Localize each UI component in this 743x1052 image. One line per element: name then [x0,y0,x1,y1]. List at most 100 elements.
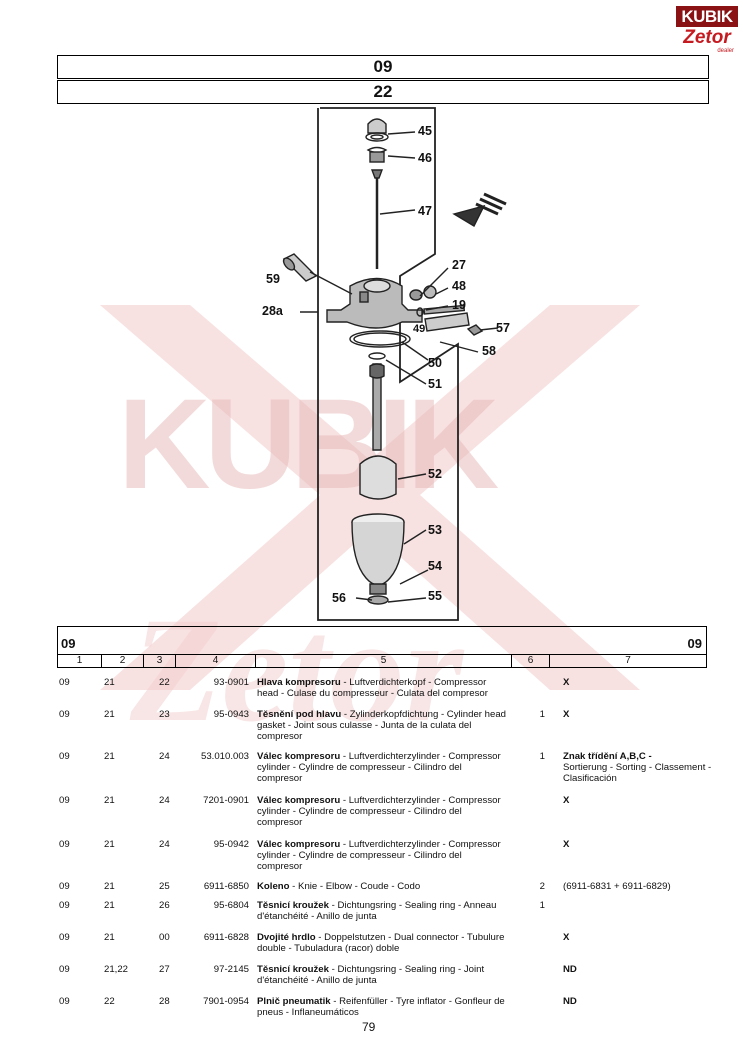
callout-55: 55 [428,589,442,603]
cell-part-number: 95-0943 [213,709,249,720]
cell-description: Těsnicí kroužek - Dichtungsring - Sealin… [257,964,509,986]
table-group-left: 09 [61,636,76,651]
column-header-6: 6 [512,655,550,668]
cell-part-number: 53.010.003 [200,751,249,762]
callout-28a: 28a [262,304,283,318]
cell-group: 09 [59,751,70,762]
logo-tag: dealer [717,48,734,54]
cell-subgroup: 22 [104,996,115,1007]
cell-group: 09 [59,677,70,688]
cell-quantity: 1 [539,751,545,762]
callout-27: 27 [452,258,466,272]
callout-57: 57 [496,321,510,335]
note-title: Znak třídění A,B,C - [563,751,652,762]
cell-subgroup: 21 [104,881,115,892]
logo-brand: KUBIK [676,6,738,27]
group-number-header: 09 [57,55,709,79]
part-translations: - Luftverdichterzylinder - Compressor cy… [257,795,501,828]
kubik-zetor-logo: KUBIK Zetor dealer [676,6,738,64]
cell-group: 09 [59,964,70,975]
callout-56: 56 [332,591,346,605]
part-translations: - Reifenfüller - Tyre inflator - Gonfleu… [257,996,505,1018]
parts-table-header: 09 09 1 2 3 4 5 6 7 [57,626,707,668]
column-header-4: 4 [176,655,256,668]
part-translations: - Luftverdichterzylinder - Compressor cy… [257,839,501,872]
part-translations: - Luftverdichterkopf - Compressor head -… [257,677,488,699]
logo-sub: Zetor [683,27,731,48]
cell-note: Znak třídění A,B,C -Sortierung - Sorting… [563,751,713,784]
cell-part-number: 7901-0954 [203,996,249,1007]
cell-subgroup: 21 [104,900,115,911]
cell-group: 09 [59,900,70,911]
cell-note: X [563,677,570,688]
cell-position: 25 [159,881,170,892]
cell-note: X [563,795,570,806]
cell-part-number: 6911-6828 [203,932,249,943]
cell-part-number: 93-0901 [213,677,249,688]
callout-54: 54 [428,559,442,573]
cell-description: Válec kompresoru - Luftverdichterzylinde… [257,795,509,828]
part-name: Těsnicí kroužek [257,964,329,975]
part-name: Těsnicí kroužek [257,900,329,911]
part-translations: - Luftverdichterzylinder - Compressor cy… [257,751,501,784]
cell-group: 09 [59,709,70,720]
callout-51: 51 [428,377,442,391]
callout-46: 46 [418,151,432,165]
part-name: Hlava kompresoru [257,677,341,688]
table-group-right: 09 [687,636,702,651]
part-translations: - Doppelstutzen - Dual connector - Tubul… [257,932,505,954]
callout-53: 53 [428,523,442,537]
callout-59: 59 [266,272,280,286]
column-header-7: 7 [625,655,631,666]
cell-description: Plnič pneumatik - Reifenfüller - Tyre in… [257,996,509,1018]
column-number-row: 1 2 3 4 5 6 7 [58,654,706,668]
callout-47: 47 [418,204,432,218]
cell-subgroup: 21 [104,751,115,762]
cell-position: 28 [159,996,170,1007]
column-header-2: 2 [102,655,144,668]
cell-note: X [563,839,570,850]
part-translations: - Zylinderkopfdichtung - Cylinder head g… [257,709,507,742]
callout-19: 19 [452,298,466,312]
cell-position: 27 [159,964,170,975]
cell-group: 09 [59,795,70,806]
part-translations: - Knie - Elbow - Coude - Codo [289,881,421,892]
cell-note: ND [563,964,577,975]
cell-position: 23 [159,709,170,720]
part-name: Válec kompresoru [257,751,341,762]
part-name: Válec kompresoru [257,795,341,806]
cell-subgroup: 21 [104,932,115,943]
cell-description: Koleno - Knie - Elbow - Coude - Codo [257,881,509,892]
cell-group: 09 [59,839,70,850]
cell-subgroup: 21 [104,795,115,806]
cell-position: 24 [159,751,170,762]
cell-quantity: 1 [539,709,545,720]
cell-part-number: 7201-0901 [203,795,249,806]
note-text: Sortierung - Sorting - Classement - Clas… [563,762,712,784]
part-name: Koleno [257,881,290,892]
part-name: Válec kompresoru [257,839,341,850]
cell-description: Válec kompresoru - Luftverdichterzylinde… [257,751,509,784]
callout-48: 48 [452,279,466,293]
cell-part-number: 95-6804 [213,900,249,911]
cell-position: 22 [159,677,170,688]
cell-position: 26 [159,900,170,911]
callout-45: 45 [418,124,432,138]
cell-quantity: 2 [539,881,545,892]
cell-note: X [563,709,570,720]
cell-position: 24 [159,795,170,806]
callout-50: 50 [428,356,442,370]
callout-58: 58 [482,344,496,358]
callout-52: 52 [428,467,442,481]
diagram-drawing [282,107,507,621]
cell-position: 00 [159,932,170,943]
cell-description: Dvojité hrdlo - Doppelstutzen - Dual con… [257,932,509,954]
page-number: 79 [362,1020,376,1034]
callout-49: 49 [413,323,426,335]
cell-group: 09 [59,932,70,943]
cell-subgroup: 21 [104,839,115,850]
part-name: Těsnění pod hlavu [257,709,342,720]
cell-description: Válec kompresoru - Luftverdichterzylinde… [257,839,509,872]
cell-position: 24 [159,839,170,850]
cell-part-number: 6911-6850 [203,881,249,892]
